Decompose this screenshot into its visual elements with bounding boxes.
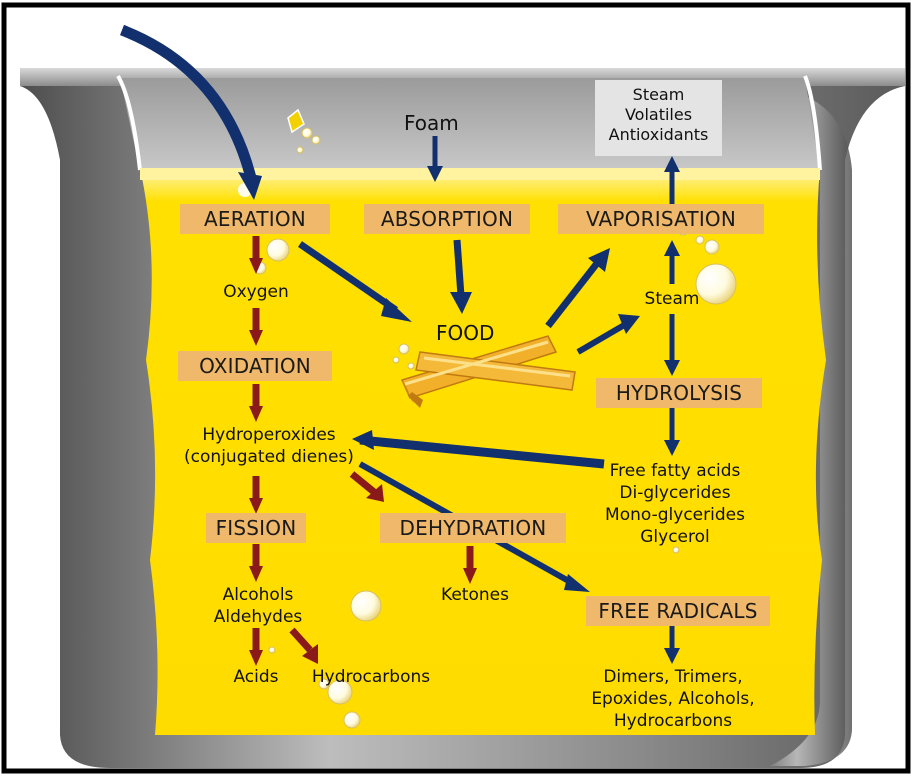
radical-product-line: Epoxides, Alcohols, [584, 688, 762, 710]
hydroperoxides-label: Hydroperoxides (conjugated dienes) [180, 424, 358, 468]
hydrocarbons-label: Hydrocarbons [306, 666, 436, 688]
hydroperoxides-line: (conjugated dienes) [180, 446, 358, 468]
fission-products-label: Alcohols Aldehydes [208, 584, 308, 628]
fission-product-line: Aldehydes [208, 606, 308, 628]
radical-product-line: Dimers, Trimers, [584, 666, 762, 688]
ketones-label: Ketones [436, 584, 514, 606]
free-radicals-box: FREE RADICALS [586, 596, 770, 626]
hydrolysis-product-line: Glycerol [600, 526, 750, 548]
top-box-line: Volatiles [595, 105, 722, 125]
steam-label: Steam [640, 288, 704, 310]
hydrolysis-product-line: Mono-glycerides [600, 504, 750, 526]
fission-box: FISSION [206, 513, 306, 543]
acids-label: Acids [226, 666, 286, 688]
vaporisation-box: VAPORISATION [558, 204, 764, 234]
hydroperoxides-line: Hydroperoxides [180, 424, 358, 446]
top-box-line: Steam [595, 85, 722, 105]
aeration-box: AERATION [180, 204, 330, 234]
hydrolysis-box: HYDROLYSIS [596, 378, 762, 408]
fission-product-line: Alcohols [208, 584, 308, 606]
hydrolysis-product-line: Di-glycerides [600, 482, 750, 504]
food-label: FOOD [436, 322, 494, 344]
top-box-line: Antioxidants [595, 125, 722, 145]
oxygen-label: Oxygen [218, 281, 294, 303]
foam-label: Foam [404, 112, 459, 134]
absorption-box: ABSORPTION [364, 204, 530, 234]
dehydration-box: DEHYDRATION [380, 513, 566, 543]
steam-volatiles-box: Steam Volatiles Antioxidants [595, 80, 722, 156]
hydrolysis-product-line: Free fatty acids [600, 460, 750, 482]
radical-product-line: Hydrocarbons [584, 710, 762, 732]
hydrolysis-products-label: Free fatty acids Di-glycerides Mono-glyc… [600, 460, 750, 548]
radical-products-label: Dimers, Trimers, Epoxides, Alcohols, Hyd… [584, 666, 762, 732]
oxidation-box: OXIDATION [178, 351, 332, 381]
